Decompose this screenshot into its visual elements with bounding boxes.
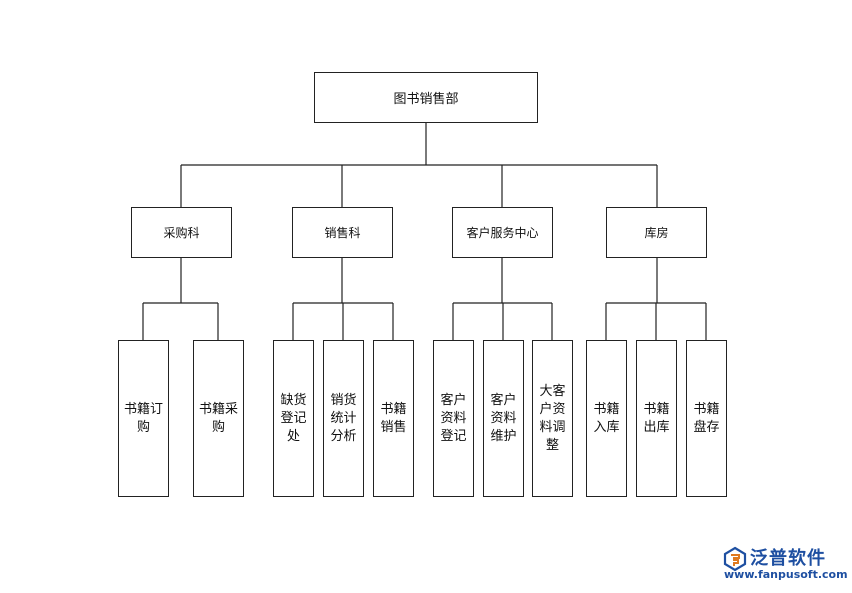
dept-label: 销售科 [324,226,361,240]
dept-label: 客户服务中心 [466,226,539,240]
leaf-label: 书籍 出库 [643,401,670,435]
leaf-customer-maintenance: 客户 资料 维护 [483,340,524,497]
leaf-book-stock-out: 书籍 出库 [636,340,677,497]
leaf-label: 缺货 登记 处 [280,392,307,444]
root-label: 图书销售部 [393,92,459,107]
dept-label: 采购科 [163,226,200,240]
dept-purchasing: 采购科 [131,207,232,258]
dept-sales: 销售科 [292,207,393,258]
leaf-label: 销货 统计 分析 [330,392,357,444]
leaf-key-account-adjustment: 大客 户资 料调 整 [532,340,573,497]
root-node: 图书销售部 [314,72,538,123]
logo-name: 泛普软件 [750,548,826,569]
leaf-label: 书籍订 购 [123,401,163,435]
leaf-book-stock-in: 书籍 入库 [586,340,627,497]
leaf-book-purchasing: 书籍采 购 [193,340,244,497]
dept-warehouse: 库房 [606,207,707,258]
leaf-label: 书籍 销售 [380,401,407,435]
leaf-label: 书籍 盘存 [693,401,720,435]
leaf-label: 客户 资料 登记 [440,392,467,444]
leaf-label: 书籍 入库 [593,401,620,435]
leaf-sales-analysis: 销货 统计 分析 [323,340,364,497]
logo-url: www.fanpusoft.com [724,568,848,581]
leaf-label: 客户 资料 维护 [490,392,517,444]
fanpusoft-logo: 泛普软件 www.fanpusoft.com [720,544,848,588]
leaf-shortage-registry: 缺货 登记 处 [273,340,314,497]
dept-customer-service: 客户服务中心 [452,207,553,258]
dept-label: 库房 [644,226,669,240]
leaf-book-ordering: 书籍订 购 [118,340,169,497]
leaf-customer-registration: 客户 资料 登记 [433,340,474,497]
leaf-label: 书籍采 购 [198,401,238,435]
leaf-book-sales: 书籍 销售 [373,340,414,497]
logo-mark-icon [723,546,747,572]
leaf-label: 大客 户资 料调 整 [539,383,566,453]
leaf-book-inventory: 书籍 盘存 [686,340,727,497]
